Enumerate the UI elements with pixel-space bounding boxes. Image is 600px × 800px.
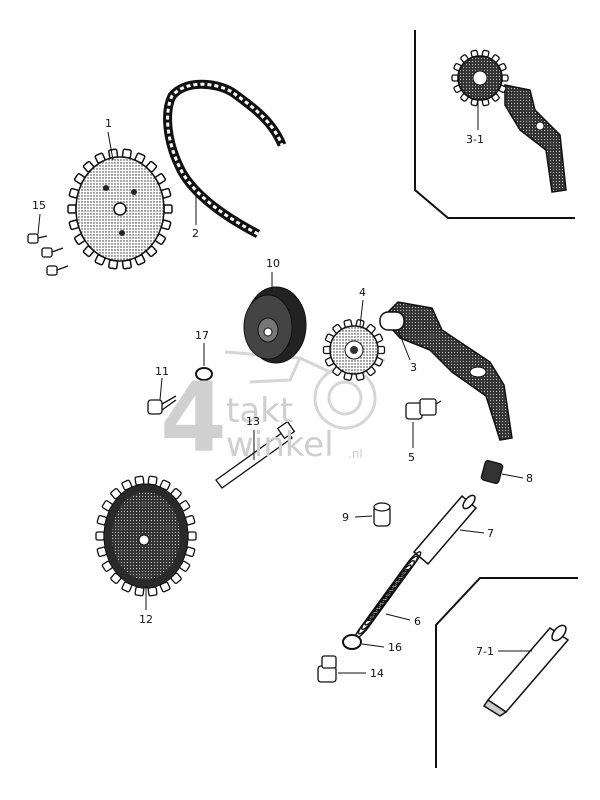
bolt-11 — [147, 395, 177, 415]
label-part-4: 4 — [359, 286, 366, 299]
small-bolts — [27, 233, 69, 276]
pivot-bolt — [405, 398, 442, 420]
tensioner-arm — [379, 301, 513, 441]
watermark-line1: takt — [226, 391, 294, 431]
label-part-17: 17 — [195, 329, 209, 342]
drive-chain — [163, 79, 287, 238]
label-part-9: 9 — [342, 511, 349, 524]
label-part-2: 2 — [192, 227, 199, 240]
sprocket-large — [67, 148, 173, 270]
label-part-13: 13 — [246, 415, 260, 428]
collar — [373, 502, 391, 527]
wheel-sprocket — [95, 475, 197, 597]
label-part-10: 10 — [266, 257, 280, 270]
label-part-11: 11 — [155, 365, 169, 378]
spring — [354, 551, 422, 639]
label-part-16: 16 — [388, 641, 402, 654]
label-part-3-1: 3-1 — [466, 133, 484, 146]
tensioner-roller — [243, 286, 307, 364]
washer-16 — [342, 634, 362, 650]
label-part-3: 3 — [410, 361, 417, 374]
label-part-7-1: 7-1 — [476, 645, 494, 658]
label-part-12: 12 — [139, 613, 153, 626]
tensioner-assembly-3-1 — [451, 49, 567, 193]
label-part-7: 7 — [487, 527, 494, 540]
watermark-digit: 4 — [160, 362, 227, 474]
plug-bolt — [317, 655, 337, 683]
label-part-15: 15 — [32, 199, 46, 212]
leader-lines — [37, 100, 532, 674]
label-part-8: 8 — [526, 472, 533, 485]
watermark-line2: winkel — [226, 425, 334, 465]
inset-box-7-1 — [435, 577, 578, 768]
label-part-6: 6 — [414, 615, 421, 628]
pusher-rod-7-1 — [482, 624, 570, 717]
label-part-1: 1 — [105, 117, 112, 130]
pusher-rod — [412, 494, 478, 566]
washer-17 — [195, 367, 213, 381]
cap-nut — [480, 460, 504, 484]
watermark-suffix: .nl — [348, 447, 363, 461]
label-part-14: 14 — [370, 667, 384, 680]
label-part-5: 5 — [408, 451, 415, 464]
sprocket-small — [322, 319, 386, 381]
inset-box-3-1 — [414, 30, 575, 219]
